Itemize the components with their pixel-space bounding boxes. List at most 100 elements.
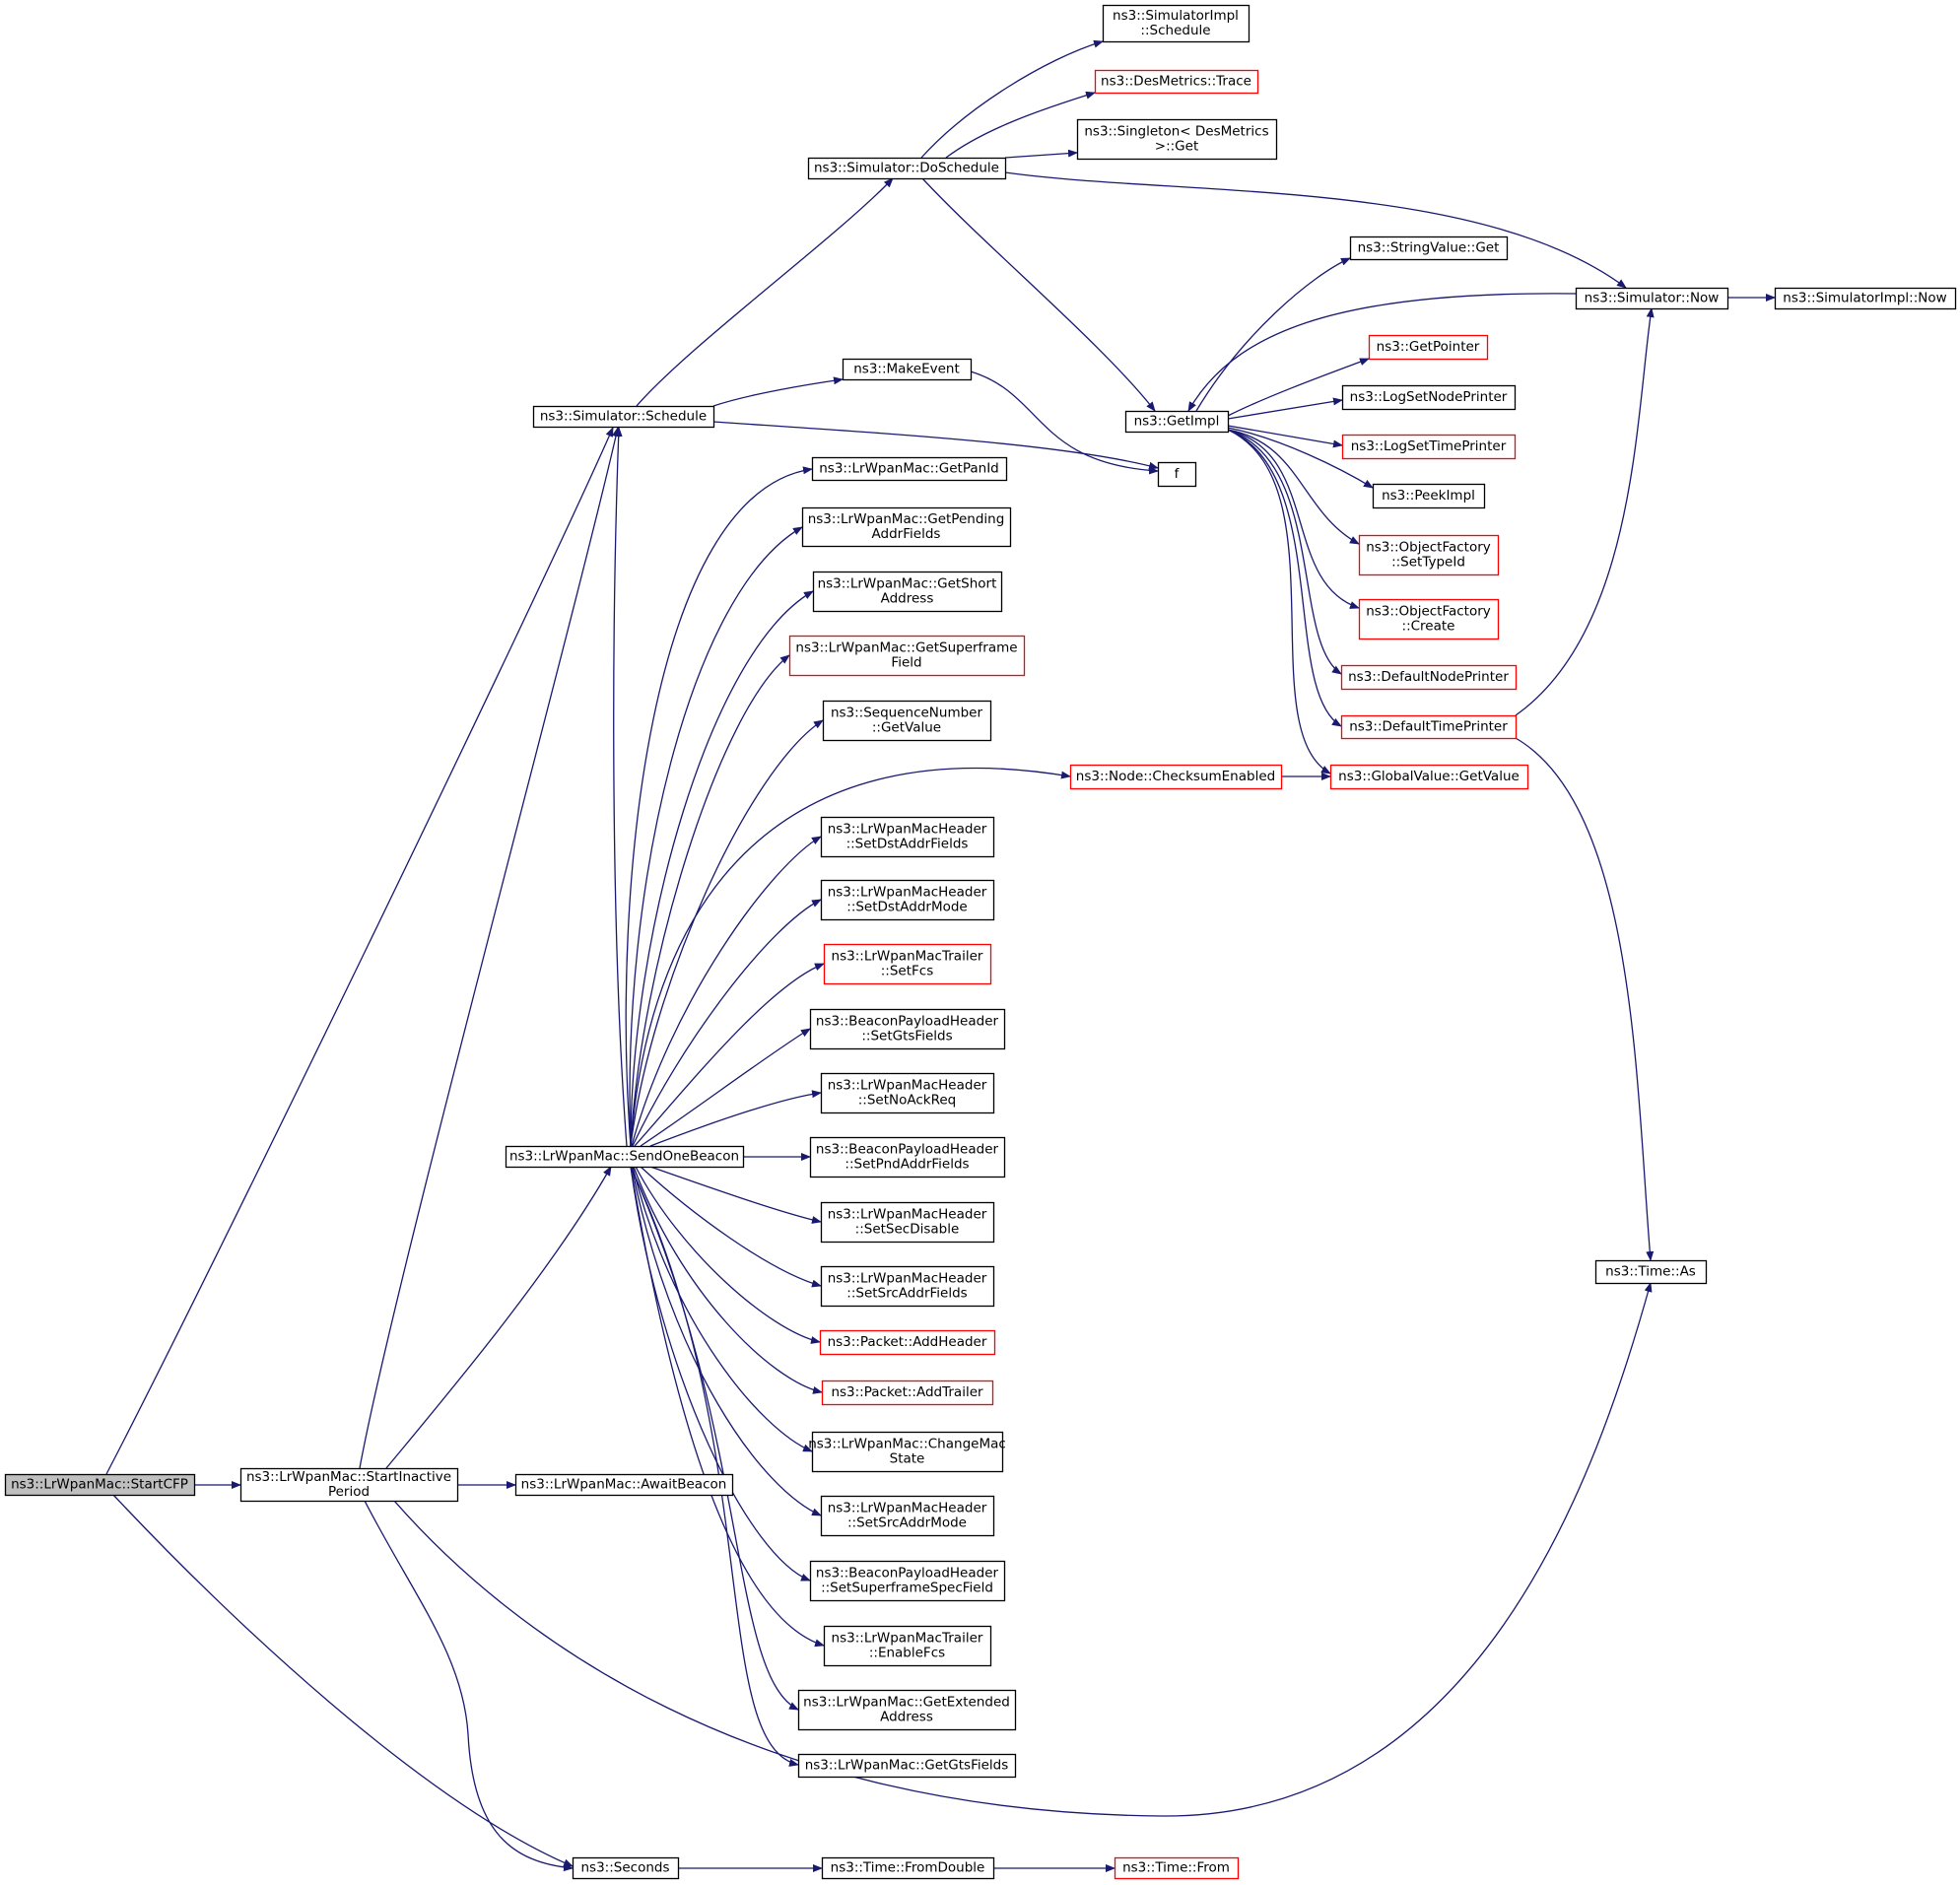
node-log-set-node-printer[interactable]: ns3::LogSetNodePrinter	[1341, 384, 1517, 411]
node-box	[572, 1856, 680, 1880]
node-set-gts-fields[interactable]: ns3::BeaconPayloadHeader::SetGtsFields	[809, 1008, 1006, 1050]
node-label: ns3::LrWpanMac::GetShort	[818, 576, 997, 592]
node-label: ns3::LrWpanMac::ChangeMac	[808, 1437, 1006, 1452]
node-box	[801, 506, 1012, 548]
node-box	[1575, 287, 1729, 310]
node-get-pan-id[interactable]: ns3::LrWpanMac::GetPanId	[811, 456, 1008, 482]
node-label: AddrFields	[872, 526, 941, 542]
node-label: ::SetPndAddrFields	[845, 1157, 969, 1173]
node-box	[809, 1136, 1006, 1178]
edge-send-one-beacon-to-add-header	[635, 1166, 821, 1344]
node-obj-factory-create[interactable]: ns3::ObjectFactory::Create	[1358, 598, 1500, 640]
node-box	[1341, 384, 1517, 411]
node-obj-factory-set-type-id[interactable]: ns3::ObjectFactory::SetTypeId	[1358, 534, 1500, 576]
node-enable-fcs[interactable]: ns3::LrWpanMacTrailer::EnableFcs	[823, 1625, 992, 1667]
node-peek-impl[interactable]: ns3::PeekImpl	[1372, 483, 1486, 509]
node-label: Address	[880, 1710, 933, 1725]
node-set-pnd-addr-fields[interactable]: ns3::BeaconPayloadHeader::SetPndAddrFiel…	[809, 1136, 1006, 1178]
node-label: ns3::LrWpanMac::AwaitBeacon	[521, 1477, 727, 1493]
node-label: ns3::LrWpanMacHeader	[828, 1207, 987, 1223]
edge-do-schedule-to-get-impl	[921, 177, 1156, 412]
node-label: ns3::LrWpanMac::SendOneBeacon	[509, 1149, 739, 1165]
node-default-time-printer[interactable]: ns3::DefaultTimePrinter	[1340, 714, 1518, 740]
edge-get-impl-to-log-set-node-printer	[1227, 397, 1343, 420]
edge-start-inactive-period-to-time-as	[393, 1282, 1653, 1817]
node-box	[1349, 236, 1509, 261]
node-label: ns3::LrWpanMacTrailer	[832, 1631, 983, 1647]
node-set-src-addr-fields[interactable]: ns3::LrWpanMacHeader::SetSrcAddrFields	[820, 1265, 995, 1308]
node-label: State	[890, 1451, 925, 1467]
node-set-no-ack-req[interactable]: ns3::LrWpanMacHeader::SetNoAckReq	[820, 1072, 995, 1114]
node-box	[788, 635, 1026, 677]
node-await-beacon[interactable]: ns3::LrWpanMac::AwaitBeacon	[514, 1473, 734, 1497]
node-label: ns3::SequenceNumber	[831, 706, 983, 721]
node-seconds[interactable]: ns3::Seconds	[572, 1856, 680, 1880]
node-time-as[interactable]: ns3::Time::As	[1594, 1259, 1708, 1285]
node-label: ns3::DefaultTimePrinter	[1349, 719, 1508, 735]
node-box	[812, 571, 1003, 613]
node-send-one-beacon[interactable]: ns3::LrWpanMac::SendOneBeacon	[505, 1145, 745, 1169]
node-label: ns3::LrWpanMac::GetPending	[808, 511, 1005, 527]
node-box	[1341, 434, 1517, 460]
node-label: ::SetGtsFields	[861, 1029, 952, 1044]
node-do-schedule[interactable]: ns3::Simulator::DoSchedule	[807, 157, 1007, 180]
node-label: ns3::GetImpl	[1134, 414, 1220, 430]
node-label: ns3::BeaconPayloadHeader	[816, 1014, 999, 1030]
node-label: ns3::Simulator::Now	[1585, 291, 1720, 306]
node-box	[1069, 764, 1283, 790]
node-des-metrics-trace[interactable]: ns3::DesMetrics::Trace	[1094, 69, 1259, 95]
node-box	[797, 1753, 1017, 1779]
node-add-header[interactable]: ns3::Packet::AddHeader	[819, 1329, 996, 1356]
edge-get-impl-to-get-pointer	[1227, 358, 1370, 417]
node-label: ns3::LogSetTimePrinter	[1351, 438, 1507, 454]
node-set-dst-addr-mode[interactable]: ns3::LrWpanMacHeader::SetDstAddrMode	[820, 879, 995, 921]
node-get-pointer[interactable]: ns3::GetPointer	[1368, 334, 1489, 361]
node-sim-impl-now[interactable]: ns3::SimulatorImpl::Now	[1774, 287, 1957, 310]
node-label: f	[1175, 466, 1181, 482]
node-set-superframe-spec-field[interactable]: ns3::BeaconPayloadHeader::SetSuperframeS…	[809, 1560, 1006, 1602]
node-label: ns3::DefaultNodePrinter	[1348, 669, 1509, 685]
edge-do-schedule-to-des-metrics-trace	[945, 91, 1096, 159]
node-set-src-addr-mode[interactable]: ns3::LrWpanMacHeader::SetSrcAddrMode	[820, 1495, 995, 1537]
node-global-value-get-value[interactable]: ns3::GlobalValue::GetValue	[1329, 764, 1529, 790]
node-label: ns3::StringValue::Get	[1358, 240, 1500, 256]
node-get-impl[interactable]: ns3::GetImpl	[1124, 410, 1230, 434]
node-box	[1340, 714, 1518, 740]
node-f[interactable]: f	[1157, 461, 1197, 488]
node-label: ns3::LrWpanMac::GetExtended	[803, 1695, 1010, 1711]
node-label: ns3::SimulatorImpl::Now	[1783, 291, 1946, 306]
node-box	[820, 1265, 995, 1308]
node-label: ns3::LrWpanMacHeader	[828, 822, 987, 838]
node-get-gts-fields[interactable]: ns3::LrWpanMac::GetGtsFields	[797, 1753, 1017, 1779]
node-seq-num-get-value[interactable]: ns3::SequenceNumber::GetValue	[822, 700, 992, 742]
edge-send-one-beacon-to-seq-num-get-value	[630, 719, 824, 1147]
node-log-set-time-printer[interactable]: ns3::LogSetTimePrinter	[1341, 434, 1517, 460]
node-checksum-enabled[interactable]: ns3::Node::ChecksumEnabled	[1069, 764, 1283, 790]
node-time-from[interactable]: ns3::Time::From	[1114, 1856, 1240, 1880]
node-default-node-printer[interactable]: ns3::DefaultNodePrinter	[1340, 664, 1518, 691]
node-sim-now[interactable]: ns3::Simulator::Now	[1575, 287, 1729, 310]
node-set-dst-addr-fields[interactable]: ns3::LrWpanMacHeader::SetDstAddrFields	[820, 816, 995, 858]
node-schedule[interactable]: ns3::Simulator::Schedule	[532, 405, 715, 429]
node-string-value-get[interactable]: ns3::StringValue::Get	[1349, 236, 1509, 261]
node-set-fcs[interactable]: ns3::LrWpanMacTrailer::SetFcs	[823, 943, 992, 985]
node-add-trailer[interactable]: ns3::Packet::AddTrailer	[821, 1380, 994, 1406]
node-box	[809, 1560, 1006, 1602]
node-from-double[interactable]: ns3::Time::FromDouble	[821, 1856, 995, 1880]
node-set-sec-disable[interactable]: ns3::LrWpanMacHeader::SetSecDisable	[820, 1201, 995, 1244]
node-label: ::SetSrcAddrFields	[846, 1286, 967, 1302]
node-singleton-get[interactable]: ns3::Singleton< DesMetrics>::Get	[1076, 118, 1278, 161]
node-label: Address	[881, 591, 934, 607]
node-label: ns3::Time::From	[1122, 1860, 1230, 1876]
edge-send-one-beacon-to-get-pending-addr-fields	[629, 526, 803, 1147]
edge-send-one-beacon-to-get-gts-fields	[630, 1166, 799, 1767]
edge-get-impl-to-string-value-get	[1195, 257, 1351, 412]
node-make-event[interactable]: ns3::MakeEvent	[842, 358, 973, 381]
node-sim-impl-schedule[interactable]: ns3::SimulatorImpl::Schedule	[1102, 4, 1250, 43]
